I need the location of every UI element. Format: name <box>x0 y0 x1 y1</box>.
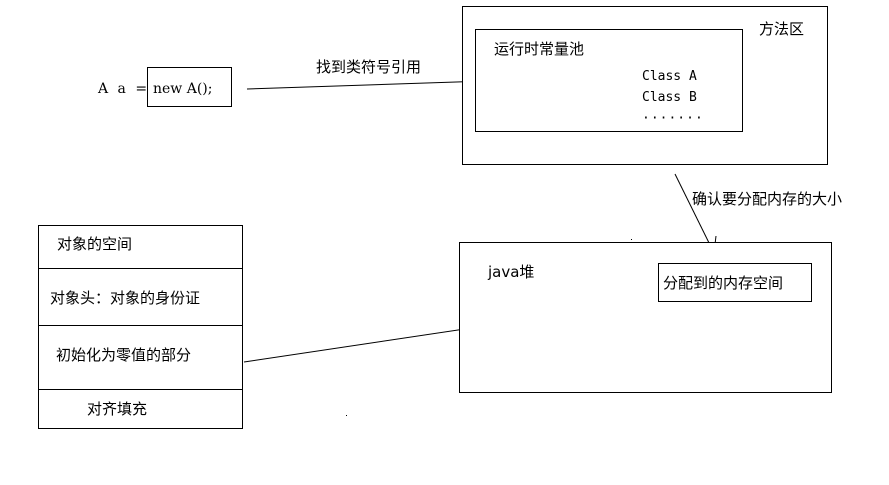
zero-init-label: 初始化为零值的部分 <box>56 346 192 364</box>
object-layout-table: 对象的空间 对象头：对象的身份证 初始化为零值的部分 对齐填充 <box>38 225 243 429</box>
find-symbol-label: 找到类符号引用 <box>316 58 422 76</box>
object-header-label: 对象头：对象的身份证 <box>50 289 201 307</box>
method-area-title: 方法区 <box>759 20 805 38</box>
allocated-space-label: 分配到的内存空间 <box>663 274 784 292</box>
constant-pool-entry: Class B <box>642 90 697 105</box>
constant-pool-title: 运行时常量池 <box>494 40 585 58</box>
object-layout-row: 对象的空间 <box>39 226 242 268</box>
object-layout-row: 对齐填充 <box>39 389 242 430</box>
new-expression-box: new A(); <box>147 67 232 107</box>
confirm-size-label: 确认要分配内存的大小 <box>692 190 843 208</box>
new-expression: new A(); <box>153 81 213 97</box>
object-space-label: 对象的空间 <box>57 235 133 253</box>
runtime-constant-pool: 运行时常量池 Class A Class B ······· <box>475 29 743 132</box>
method-area: 方法区 运行时常量池 Class A Class B ······· <box>462 6 828 165</box>
speck-2 <box>346 415 347 416</box>
java-heap: java堆 分配到的内存空间 <box>459 242 832 393</box>
allocated-space-box: 分配到的内存空间 <box>658 263 812 302</box>
padding-label: 对齐填充 <box>87 400 148 418</box>
confirm-size-arrow-line <box>674 173 715 254</box>
variable-declaration: A a = <box>98 81 148 97</box>
constant-pool-ellipsis: ······· <box>642 111 704 126</box>
object-layout-row: 对象头：对象的身份证 <box>39 268 242 325</box>
constant-pool-entry: Class A <box>642 69 697 84</box>
java-heap-title: java堆 <box>488 263 535 281</box>
object-layout-row: 初始化为零值的部分 <box>39 325 242 389</box>
speck-1 <box>631 239 632 240</box>
